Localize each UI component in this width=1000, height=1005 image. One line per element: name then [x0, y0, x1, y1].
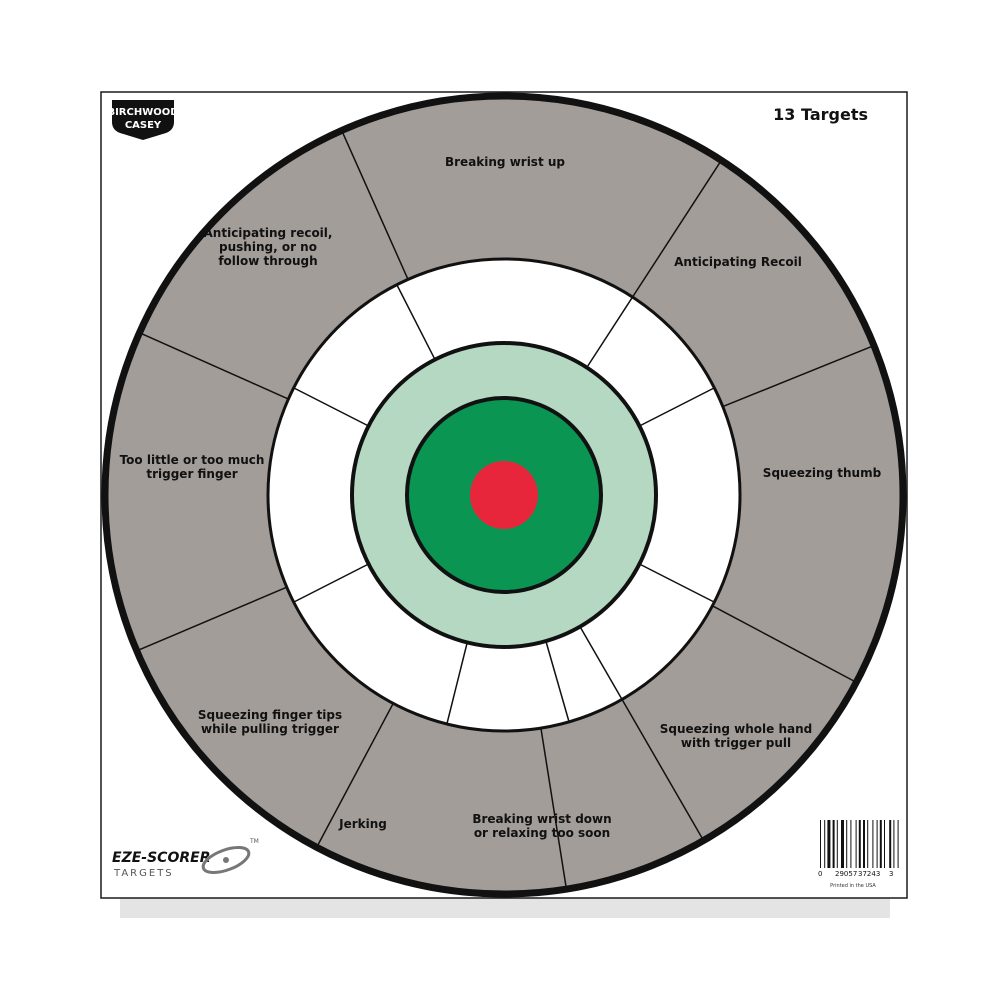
segment-squeezing-finger-tips-label: Squeezing finger tips	[198, 708, 342, 722]
barcode-bar	[858, 820, 861, 868]
printed-in-usa: Printed in the USA	[830, 883, 876, 889]
segment-squeezing-whole-hand-label: Squeezing whole hand	[660, 722, 813, 736]
barcode-bar	[846, 820, 848, 868]
barcode-bar	[889, 820, 892, 868]
segment-jerking-label: Jerking	[338, 817, 387, 831]
spoke-line	[540, 727, 567, 888]
barcode-bars	[820, 820, 899, 868]
segment-breaking-wrist-down-label: Breaking wrist down	[472, 812, 611, 826]
barcode-bar	[867, 820, 869, 868]
barcode-bar	[850, 820, 852, 868]
barcode-bar	[897, 820, 899, 868]
barcode-bar	[820, 820, 821, 868]
barcode-bar	[832, 820, 835, 868]
segment-squeezing-whole-hand-label: with trigger pull	[681, 736, 791, 750]
trademark-mark: TM	[249, 838, 259, 845]
spoke-line	[341, 132, 409, 280]
spoke-lines	[138, 132, 873, 888]
segment-anticipating-recoil-pushing-label: Anticipating recoil,	[204, 226, 333, 240]
barcode-digits-mid: 29057	[835, 870, 857, 878]
barcode-bar	[836, 820, 838, 868]
segment-trigger-finger-label: trigger finger	[146, 467, 237, 481]
barcode-bar	[841, 820, 844, 868]
spoke-line	[138, 586, 288, 651]
inner-spoke-line	[579, 626, 623, 700]
inner-spoke-line	[639, 563, 715, 603]
segment-squeezing-finger-tips-label: while pulling trigger	[201, 722, 339, 736]
barcode-bar	[893, 820, 895, 868]
barcode-bar	[876, 820, 878, 868]
barcode-digits-right: 3	[889, 870, 893, 878]
inner-spoke-line	[639, 387, 715, 427]
birchwood-casey-logo: BIRCHWOOD CASEY	[107, 100, 179, 140]
segment-anticipating-recoil-pushing-label: follow through	[218, 254, 317, 268]
logo-line1: BIRCHWOOD	[107, 107, 178, 118]
segment-breaking-wrist-down-label: or relaxing too soon	[474, 826, 610, 840]
swoosh-dot-icon	[223, 857, 229, 863]
spoke-line	[712, 605, 855, 683]
segment-anticipating-recoil-label: Anticipating Recoil	[674, 255, 802, 269]
inner-spoke-line	[446, 642, 468, 725]
barcode-bar	[872, 820, 874, 868]
barcode-bar	[827, 820, 831, 868]
paper-shadow	[120, 896, 890, 918]
segment-labels: Breaking wrist up Anticipating RecoilSque…	[120, 155, 882, 840]
barcode: 0 29057 37243 3 Printed in the USA	[818, 820, 899, 889]
logo-line2: CASEY	[125, 120, 162, 131]
inner-spoke-line	[396, 284, 436, 360]
segment-trigger-finger-label: Too little or too much	[120, 453, 265, 467]
segment-anticipating-recoil-pushing-label: pushing, or no	[219, 240, 317, 254]
spoke-line	[722, 345, 873, 408]
barcode-digits-mid2: 37243	[858, 870, 880, 878]
inner-spoke-line	[293, 563, 369, 603]
barcode-bar	[824, 820, 826, 868]
swoosh-icon	[201, 846, 251, 874]
inner-spoke-line	[545, 640, 570, 723]
inner-spoke-line	[586, 296, 634, 368]
segment-breaking-wrist-up-label: Breaking wrist up	[445, 155, 565, 169]
bullseye	[470, 461, 538, 529]
spoke-line	[316, 703, 394, 846]
barcode-bar	[863, 820, 865, 868]
barcode-bar	[855, 820, 857, 868]
product-line1: EZE-SCORER	[112, 850, 210, 866]
segment-squeezing-thumb-label: Squeezing thumb	[763, 466, 882, 480]
spoke-line	[621, 699, 704, 840]
barcode-bar	[879, 820, 882, 868]
product-line2: TARGETS	[113, 868, 174, 879]
target-count: 13 Targets	[773, 105, 868, 124]
spoke-line	[631, 161, 721, 298]
eze-scorer-logo: EZE-SCORER TARGETS TM	[112, 838, 259, 879]
barcode-bar	[884, 820, 885, 868]
barcode-digits-left: 0	[818, 870, 822, 878]
spoke-line	[141, 332, 289, 400]
inner-spoke-line	[293, 387, 369, 427]
